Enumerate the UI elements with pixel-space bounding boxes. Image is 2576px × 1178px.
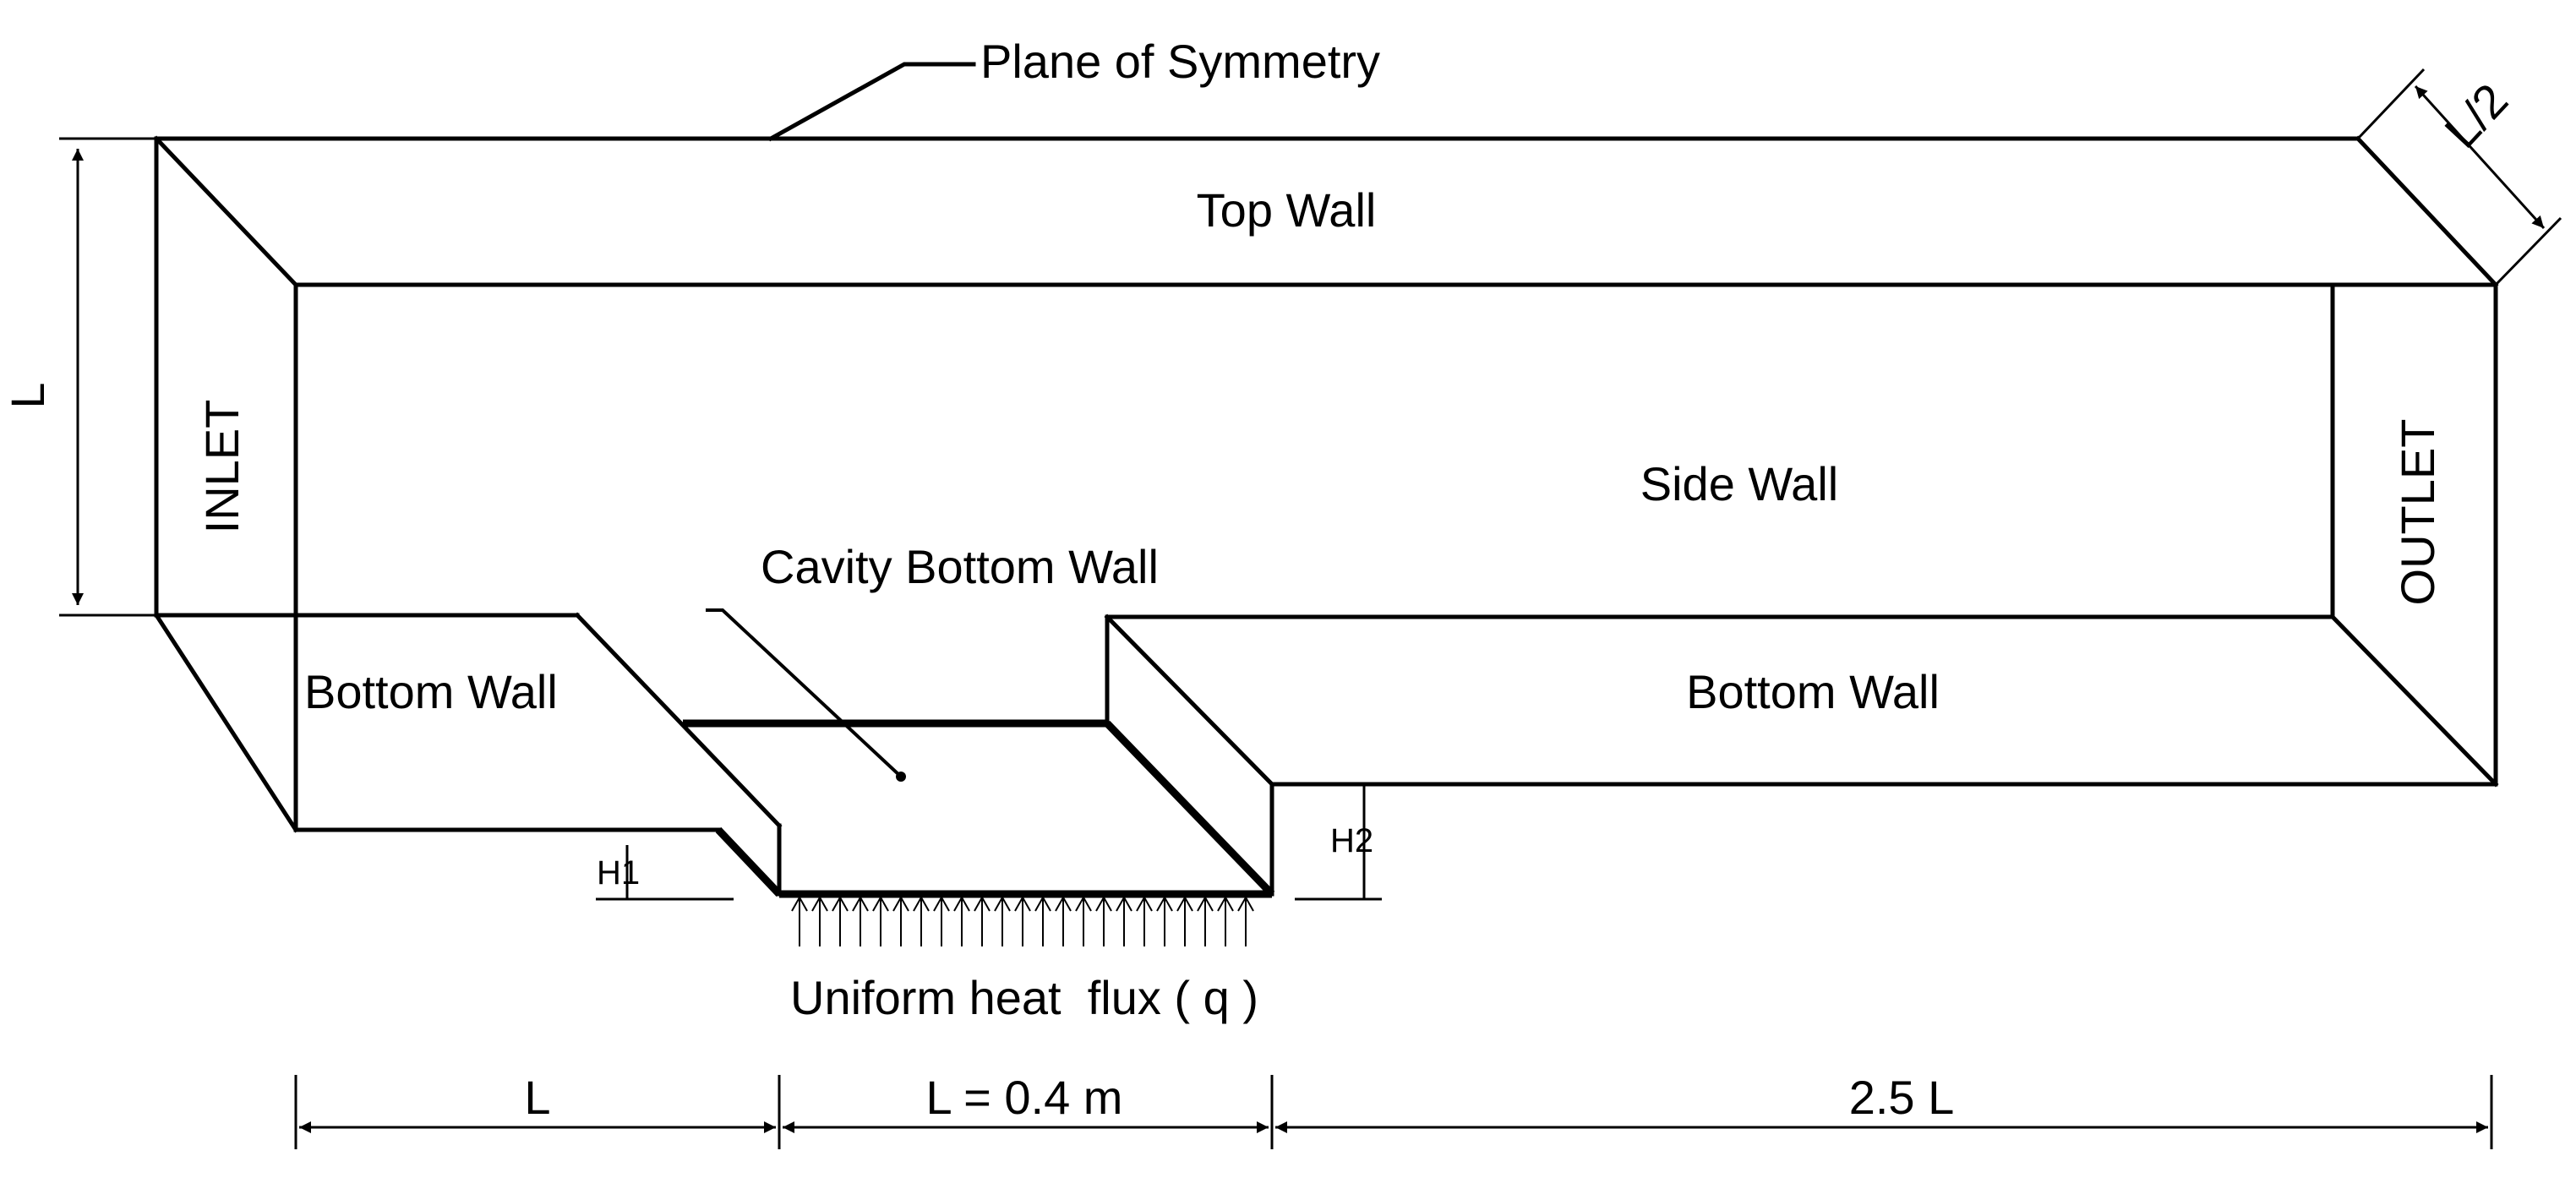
heat-flux-arrowhead bbox=[974, 895, 991, 912]
depth-dimension bbox=[2356, 68, 2562, 286]
inlet-label: INLET bbox=[195, 400, 248, 534]
heat-flux-arrowhead bbox=[811, 895, 828, 912]
heat-flux-arrowhead bbox=[1116, 895, 1132, 912]
heat-flux-arrowhead bbox=[1055, 895, 1072, 912]
heat-flux-arrowhead bbox=[852, 895, 869, 912]
top-wall-label: Top Wall bbox=[1197, 183, 1377, 237]
side-wall-label: Side Wall bbox=[1640, 457, 1838, 510]
bottom-wall-right-label: Bottom Wall bbox=[1686, 665, 1940, 718]
heat-flux-arrowhead bbox=[1136, 895, 1153, 912]
heat-flux-arrowhead bbox=[953, 895, 970, 912]
heat-flux-arrowhead bbox=[872, 895, 889, 912]
heat-flux-arrowhead bbox=[1075, 895, 1092, 912]
heat-flux-label: Uniform heat flux ( q ) bbox=[790, 971, 1258, 1024]
outlet-label: OUTLET bbox=[2391, 419, 2444, 606]
heat-flux-arrowhead bbox=[1176, 895, 1193, 912]
heat-flux-arrowhead bbox=[1237, 895, 1254, 912]
heat-flux-arrowhead bbox=[1034, 895, 1051, 912]
bottom-dimensions bbox=[294, 1075, 2493, 1149]
heat-flux-arrowhead bbox=[1095, 895, 1112, 912]
bottom-wall-left-label: Bottom Wall bbox=[304, 665, 558, 718]
cavity bbox=[683, 614, 1275, 898]
bottom-wall-downstream bbox=[1104, 614, 2498, 788]
cavity-length-label: L = 0.4 m bbox=[926, 1071, 1123, 1124]
height-dimension bbox=[59, 137, 156, 617]
heat-flux-arrowhead bbox=[1217, 895, 1234, 912]
channel-outline bbox=[153, 135, 2499, 833]
cavity-leader bbox=[706, 608, 906, 782]
heat-flux-arrowhead bbox=[994, 895, 1011, 912]
h1-marker bbox=[596, 845, 734, 901]
h1-label: H1 bbox=[597, 854, 640, 892]
bottom-wall-upstream bbox=[154, 612, 783, 897]
upstream-length-label: L bbox=[524, 1071, 550, 1124]
heat-flux-arrowhead bbox=[791, 895, 808, 912]
heat-flux-arrowhead bbox=[1197, 895, 1214, 912]
height-dimension-label: L bbox=[1, 382, 54, 408]
heat-flux-arrowhead bbox=[933, 895, 950, 912]
heat-flux-arrowhead bbox=[832, 895, 849, 912]
depth-dimension-label: L/2 bbox=[2434, 74, 2518, 158]
h2-marker bbox=[1295, 784, 1382, 901]
cavity-bottom-wall-label: Cavity Bottom Wall bbox=[761, 540, 1159, 593]
plane-of-symmetry-label: Plane of Symmetry bbox=[980, 35, 1380, 88]
h2-label: H2 bbox=[1330, 822, 1373, 859]
heat-flux-arrowhead bbox=[1156, 895, 1173, 912]
heat-flux-arrowhead bbox=[1014, 895, 1031, 912]
heat-flux-arrowhead bbox=[892, 895, 909, 912]
heat-flux-hatch bbox=[791, 895, 1254, 946]
symmetry-leader bbox=[767, 62, 976, 142]
heat-flux-arrowhead bbox=[913, 895, 930, 912]
downstream-length-label: 2.5 L bbox=[1849, 1071, 1955, 1124]
